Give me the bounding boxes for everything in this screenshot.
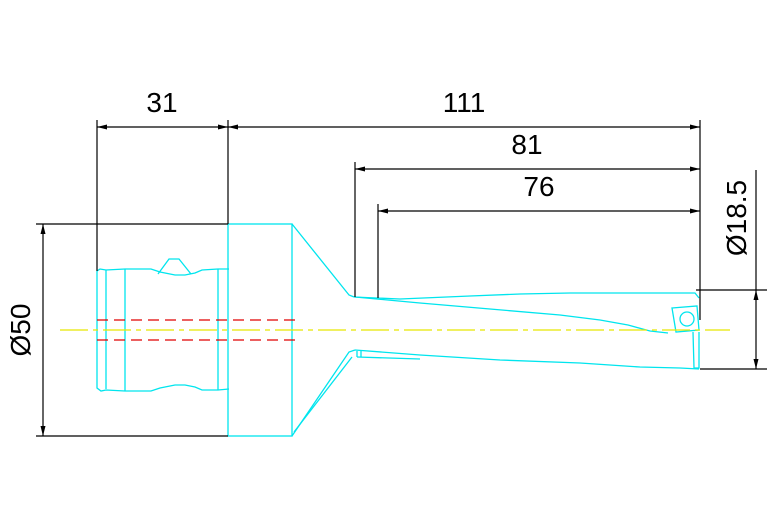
tool-outline (96, 223, 700, 437)
dim-label-31: 31 (146, 87, 177, 118)
shank-body (96, 258, 230, 392)
dim-label-d18-5: Ø18.5 (721, 180, 752, 256)
dim-label-81: 81 (511, 129, 542, 160)
dimension-overall-length: 111 (228, 87, 700, 130)
extension-lines (36, 120, 767, 437)
dimension-flute-length: 81 (355, 129, 700, 172)
dimension-shank-length: 31 (97, 87, 228, 130)
dimension-usable-length: 76 (378, 171, 700, 214)
dim-label-76: 76 (523, 171, 554, 202)
cutting-insert (671, 305, 700, 369)
dimension-shank-diameter: Ø50 (5, 224, 46, 436)
notch (157, 258, 192, 275)
dim-label-111: 111 (443, 87, 486, 118)
dim-label-d50: Ø50 (5, 304, 36, 357)
dimension-drill-diameter: Ø18.5 (721, 170, 759, 369)
